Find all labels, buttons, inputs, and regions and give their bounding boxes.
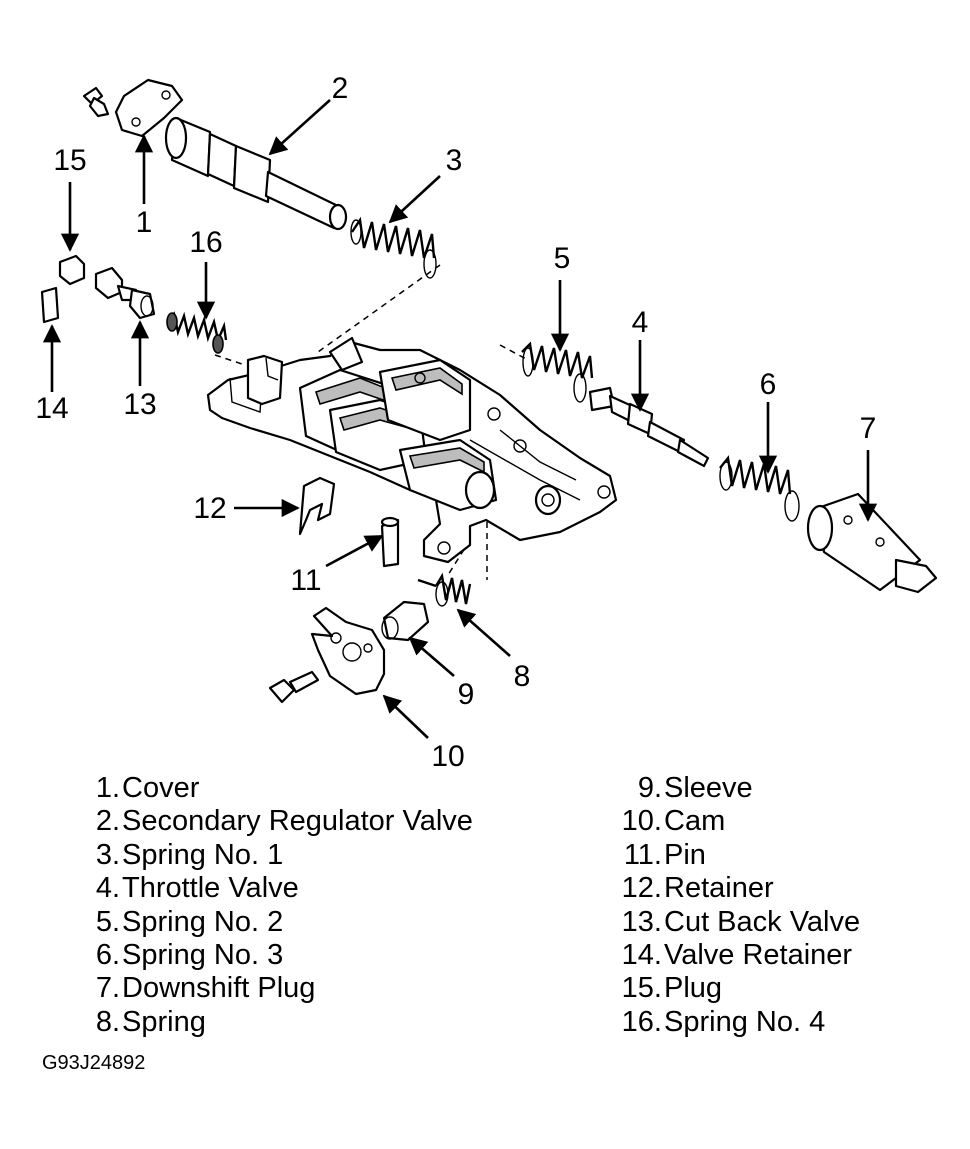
figure-code: G93J24892 xyxy=(42,1052,146,1074)
legend-number: 5. xyxy=(95,905,120,938)
legend-item: 2.Secondary Regulator Valve xyxy=(84,805,473,838)
legend-label: Downshift Plug xyxy=(122,972,316,1005)
legend-number: 1. xyxy=(95,772,120,804)
legend-number: 9. xyxy=(637,772,662,804)
legend-number: 7. xyxy=(95,972,120,1005)
legend-item: 14.Valve Retainer xyxy=(606,939,860,972)
callout-12: 12 xyxy=(193,492,226,525)
callout-10: 10 xyxy=(431,740,464,770)
legend-item: 10.Cam xyxy=(606,805,860,838)
callout-5: 5 xyxy=(554,242,571,275)
callout-14: 14 xyxy=(35,392,68,425)
legend-item: 4.Throttle Valve xyxy=(84,872,473,905)
callout-11: 11 xyxy=(290,564,321,597)
legend-label: Cam xyxy=(664,805,726,838)
callout-16: 16 xyxy=(189,226,222,259)
legend-number: 14. xyxy=(621,939,662,972)
legend-label: Pin xyxy=(664,838,706,871)
legend-number: 12. xyxy=(621,872,662,905)
legend-number: 2. xyxy=(95,805,120,838)
parts-legend-left: 1.Cover 2.Secondary Regulator Valve 3.Sp… xyxy=(84,772,473,1039)
callout-7: 7 xyxy=(860,412,877,445)
part-spring xyxy=(417,572,472,607)
legend-item: 3.Spring No. 1 xyxy=(84,839,473,872)
legend-label: Spring No. 2 xyxy=(122,905,284,938)
callout-1: 1 xyxy=(136,206,153,239)
legend-item: 15.Plug xyxy=(606,972,860,1005)
part-cam-bolt xyxy=(268,670,320,704)
legend-item: 6.Spring No. 3 xyxy=(84,939,473,972)
legend-label: Spring No. 4 xyxy=(664,1005,826,1038)
legend-number: 15. xyxy=(621,972,662,1005)
legend-number: 16. xyxy=(621,1005,662,1038)
part-retainer xyxy=(298,476,336,536)
legend-number: 4. xyxy=(95,872,120,905)
callout-2: 2 xyxy=(332,72,349,105)
legend-label: Spring No. 1 xyxy=(122,838,284,871)
legend-label: Sleeve xyxy=(664,772,753,804)
parts-legend-right: 9.Sleeve 10.Cam 11.Pin 12.Retainer 13.Cu… xyxy=(606,772,860,1039)
callout-13: 13 xyxy=(123,388,156,421)
callout-3: 3 xyxy=(446,144,463,177)
legend-number: 11. xyxy=(623,838,662,871)
legend-label: Cut Back Valve xyxy=(664,905,861,938)
legend-item: 11.Pin xyxy=(606,839,860,872)
exploded-parts-diagram: 1 2 3 5 4 6 7 8 9 10 11 12 13 14 15 16 xyxy=(35,72,938,770)
legend-label: Spring xyxy=(122,1005,206,1038)
legend-number: 3. xyxy=(95,838,120,871)
callout-6: 6 xyxy=(760,368,777,401)
callout-9: 9 xyxy=(458,678,475,711)
callout-15: 15 xyxy=(53,144,86,177)
callout-8: 8 xyxy=(514,660,531,693)
legend-label: Plug xyxy=(664,972,723,1005)
part-spring-no-4 xyxy=(166,311,228,354)
part-valve-retainer xyxy=(40,286,60,324)
callout-labels: 1 2 3 5 4 6 7 8 9 10 11 12 13 14 15 16 xyxy=(35,72,876,770)
legend-number: 8. xyxy=(95,1005,120,1038)
part-spring-no-2 xyxy=(521,341,594,403)
part-cut-back-valve xyxy=(94,266,156,320)
part-cam xyxy=(310,606,386,696)
part-spring-no-3 xyxy=(719,455,800,522)
legend-number: 6. xyxy=(95,939,120,972)
valve-body xyxy=(206,336,618,564)
part-cover xyxy=(114,78,184,138)
part-pin xyxy=(380,516,400,568)
legend-item: 8.Spring xyxy=(84,1006,473,1039)
legend-item: 12.Retainer xyxy=(606,872,860,905)
legend-item: 5.Spring No. 2 xyxy=(84,906,473,939)
part-plug xyxy=(58,254,86,286)
legend-item: 13.Cut Back Valve xyxy=(606,906,860,939)
part-sleeve xyxy=(381,600,430,642)
legend-label: Throttle Valve xyxy=(122,872,299,905)
callout-4: 4 xyxy=(632,306,649,339)
legend-label: Secondary Regulator Valve xyxy=(122,805,473,838)
legend-label: Valve Retainer xyxy=(664,939,853,972)
callout-arrows xyxy=(42,99,878,739)
part-secondary-regulator-valve xyxy=(164,116,348,231)
legend-item: 9.Sleeve xyxy=(606,772,860,805)
legend-item: 7.Downshift Plug xyxy=(84,972,473,1005)
legend-item: 1.Cover xyxy=(84,772,473,805)
part-cover-bolt xyxy=(82,86,110,118)
legend-item: 16.Spring No. 4 xyxy=(606,1006,860,1039)
legend-label: Retainer xyxy=(664,872,774,905)
part-spring-no-1 xyxy=(350,216,437,279)
legend-label: Cover xyxy=(122,772,200,804)
part-downshift-plug xyxy=(806,492,938,594)
legend-label: Spring No. 3 xyxy=(122,939,284,972)
legend-number: 13. xyxy=(621,905,662,938)
part-throttle-valve xyxy=(588,386,710,468)
legend-number: 10. xyxy=(621,805,662,838)
